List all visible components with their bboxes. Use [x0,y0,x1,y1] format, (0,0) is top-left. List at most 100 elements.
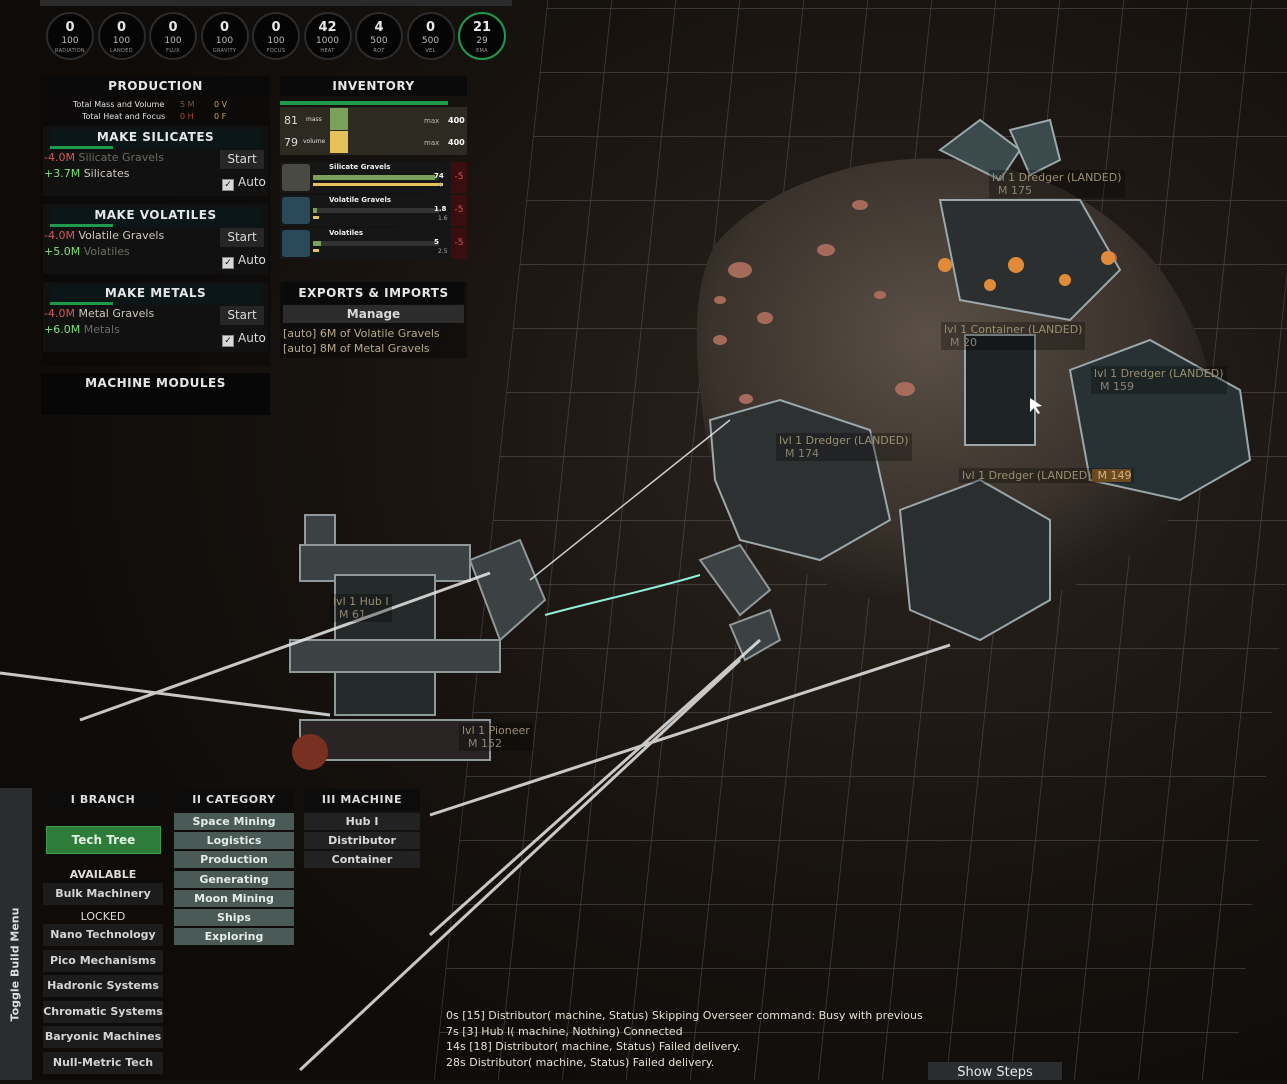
recipe-output: +6.0M Metals [44,323,120,336]
engine-glow [292,734,328,770]
machine-mass: M 174 [785,447,819,460]
gauge-label: EMA [476,48,488,54]
inventory-title: INVENTORY [280,76,467,96]
toggle-build-menu[interactable]: Toggle Build Menu [0,788,32,1080]
gauge-label: FOCUS [266,48,286,54]
machine-label[interactable]: lvl 1 Container (LANDED)M 20 [941,322,1086,350]
gauge-max: 100 [112,36,131,46]
log-line: 28s Distributor( machine, Status) Failed… [446,1056,715,1070]
gauge-value: 4 [374,20,384,35]
resource-icon [282,197,310,224]
machine-header: III MACHINE [304,789,420,811]
category-item[interactable]: Ships [174,909,294,926]
volume-bar [330,131,348,153]
category-item[interactable]: Generating [174,870,294,888]
total-mass-v: 0 V [214,100,228,109]
machine-label[interactable]: lvl 1 Dredger (LANDED)M 149 [959,468,1135,483]
total-heat-label: Total Heat and Focus [82,112,166,121]
branch-locked-item[interactable]: Chromatic Systems [43,1000,163,1023]
mouse-cursor [1030,398,1042,414]
mass-max-label: max [424,117,440,125]
branch-locked-item[interactable]: Hadronic Systems [43,975,163,998]
auto-checkbox[interactable]: ✓Auto [222,331,266,347]
machine-name: lvl 1 Dredger (LANDED) [962,469,1092,482]
machine-mass: M 159 [1100,380,1134,393]
machine-item[interactable]: Hub I [304,813,420,830]
item-bar-fill [313,208,317,213]
recipe-output-amount: +5.0M [44,245,81,258]
hub-station[interactable] [289,514,782,761]
branch-locked-item[interactable]: Nano Technology [43,924,163,946]
machine-name: lvl 1 Dredger (LANDED) [992,171,1122,184]
item-sub-amount: 4 [438,182,442,189]
start-button[interactable]: Start [220,228,264,247]
branch-locked-item[interactable]: Null-Metric Tech [43,1052,163,1074]
recipe-input: -4.0M Volatile Gravels [44,229,164,242]
recipe-output-amount: +6.0M [44,323,81,336]
recipe-output: +3.7M Silicates [44,167,129,180]
recipe-input-name: Metal Gravels [78,307,155,320]
available-label: AVAILABLE [69,868,137,881]
recipe-title: MAKE VOLATILES [50,207,261,227]
export-line-2: [auto] 8M of Metal Gravels [283,342,430,355]
auto-checkbox[interactable]: ✓Auto [222,175,266,191]
gauge-value: 0 [425,20,436,35]
auto-checkbox[interactable]: ✓Auto [222,253,266,269]
item-bar-fill [313,175,436,180]
item-bar-track [313,241,439,246]
gauge-max: 500 [421,36,440,46]
total-mass-label: Total Mass and Volume [73,100,165,109]
gauge-max: 100 [61,36,79,46]
machine-name: lvl 1 Dredger (LANDED) [1094,367,1224,380]
machine-item[interactable]: Container [304,851,420,869]
recipe-title: MAKE SILICATES [50,129,261,149]
category-item[interactable]: Exploring [174,928,294,946]
log-line: 14s [18] Distributor( machine, Status) F… [446,1040,741,1054]
mass-label: mass [306,116,322,123]
category-item[interactable]: Logistics [174,832,294,850]
category-item[interactable]: Production [174,851,294,869]
recipe-output-amount: +3.7M [44,167,81,180]
machine-lights [938,251,1115,291]
branch-available-item[interactable]: Bulk Machinery [43,883,163,905]
machine-label[interactable]: lvl 1 Dredger (LANDED)M 175 [989,170,1125,198]
show-steps-button[interactable]: Show Steps [928,1062,1062,1080]
start-button[interactable]: Start [220,150,264,169]
gauge-value: 21 [472,20,492,35]
energy-link [544,574,701,616]
manage-button[interactable]: Manage [283,305,464,323]
category-item[interactable]: Space Mining [174,813,294,830]
gauge-max: 1000 [316,36,339,46]
item-sub-bar [313,216,319,219]
start-button[interactable]: Start [220,306,264,325]
toggle-build-menu-label: Toggle Build Menu [8,907,22,1022]
volume-max-value: 400 [448,138,465,147]
mass-bar [330,108,348,130]
recipe-input: -4.0M Silicate Gravels [44,151,164,164]
item-delta: -5 [451,228,467,259]
gauge-max: 100 [215,36,234,46]
tech-tree-button[interactable]: Tech Tree [46,826,161,854]
item-sub-bar [313,249,319,252]
recipe-output: +5.0M Volatiles [44,245,130,258]
volume-max-label: max [424,139,440,147]
branch-locked-item[interactable]: Pico Mechanisms [43,949,163,972]
branch-locked-item[interactable]: Baryonic Machines [43,1026,163,1049]
ore-nodules [713,200,1117,404]
exports-title: EXPORTS & IMPORTS [283,282,464,304]
machine-label[interactable]: lvl 1 Dredger (LANDED)M 174 [776,433,912,461]
machine-label[interactable]: lvl 1 Dredger (LANDED)M 159 [1091,366,1227,394]
category-item[interactable]: Moon Mining [174,889,294,907]
auto-label: Auto [238,175,266,189]
machine-item[interactable]: Distributor [304,832,420,850]
item-delta: -5 [451,195,467,226]
landed-machines[interactable] [708,118,1252,642]
